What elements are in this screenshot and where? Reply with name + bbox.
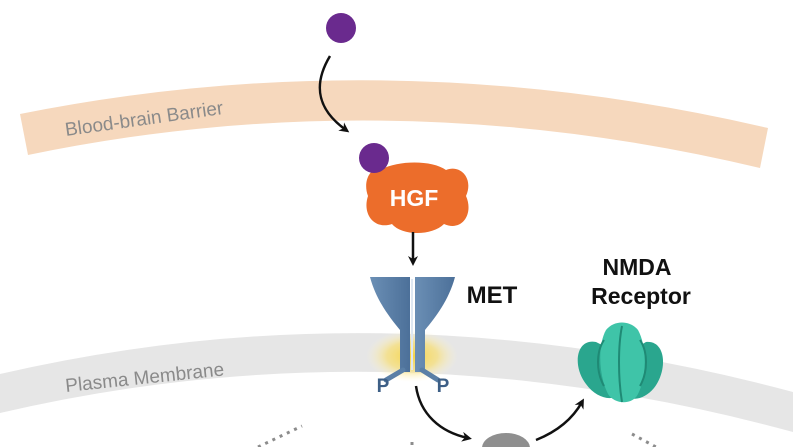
ligand-molecule-outside — [326, 13, 356, 43]
hgf-protein — [366, 162, 469, 233]
phospho-tail-right — [419, 367, 441, 383]
phospho-tail-left — [383, 367, 406, 383]
nmda-activation-arrow — [535, 398, 584, 442]
blood-brain-barrier-band — [20, 80, 768, 168]
effector-protein — [482, 433, 530, 447]
ligand-molecule-bound — [359, 143, 389, 173]
met-label: MET — [467, 282, 518, 309]
nmda-label-line1: NMDA — [603, 254, 672, 280]
met-receptor-left-chain — [370, 277, 410, 372]
dotted-boundary-left — [257, 424, 303, 447]
dotted-boundary-right — [631, 432, 657, 447]
met-receptor-right-chain — [415, 277, 455, 372]
nmda-receptor-icon — [577, 322, 664, 403]
phospho-label-left: P — [377, 376, 390, 397]
transport-arrow — [318, 55, 350, 133]
nmda-label-line2: Receptor — [591, 283, 691, 309]
signaling-arrow-down — [414, 385, 472, 442]
phospho-label-right: P — [437, 376, 450, 397]
hgf-label: HGF — [390, 185, 439, 211]
